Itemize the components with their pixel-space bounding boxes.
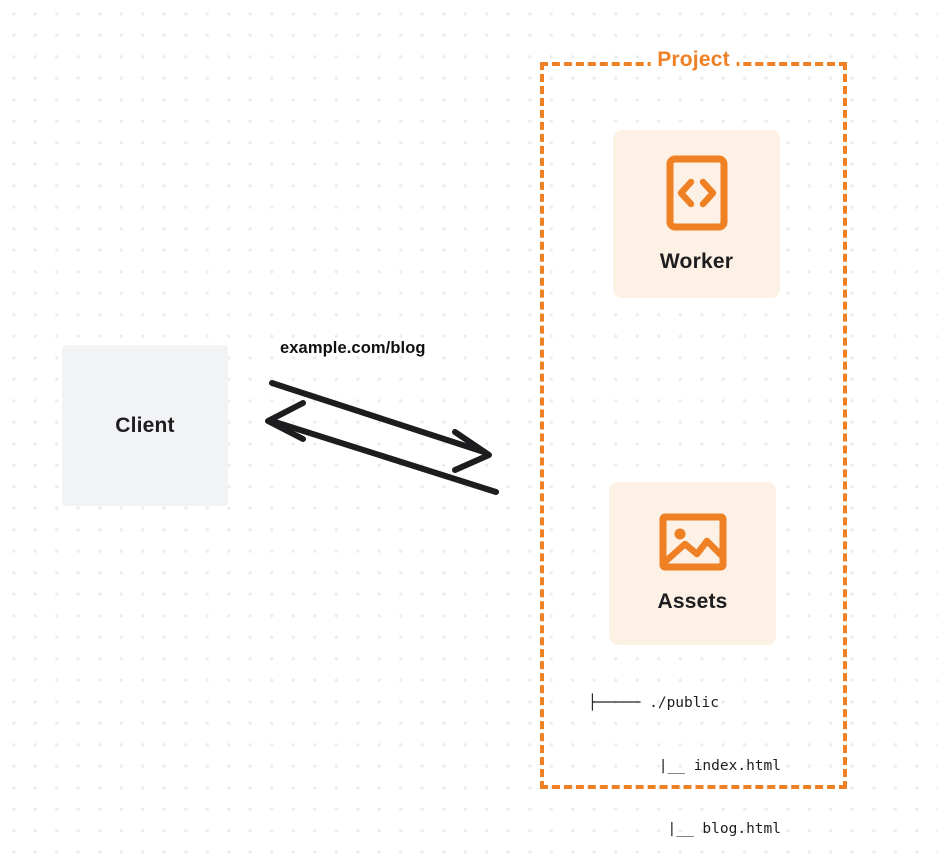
project-container: Project	[540, 48, 847, 789]
worker-node-label: Worker	[659, 249, 734, 273]
project-title: Project	[650, 48, 737, 72]
image-icon	[659, 513, 727, 576]
worker-node[interactable]: Worker	[613, 130, 780, 298]
connection-url-label: example.com/blog	[280, 339, 426, 357]
client-node: Client	[62, 345, 228, 506]
asset-file-tree: ├───── ./public |__ index.html |__ blog.…	[588, 651, 781, 860]
request-arrow	[269, 380, 492, 473]
response-arrow	[265, 400, 499, 495]
file-tree-row: ├───── ./public	[588, 695, 719, 711]
assets-node-label: Assets	[657, 590, 728, 613]
code-brackets-icon	[666, 155, 728, 236]
file-tree-row: |__ blog.html	[667, 821, 782, 837]
assets-node[interactable]: Assets	[609, 482, 776, 645]
client-node-label: Client	[115, 413, 175, 437]
file-tree-row: |__ index.html	[658, 758, 781, 774]
